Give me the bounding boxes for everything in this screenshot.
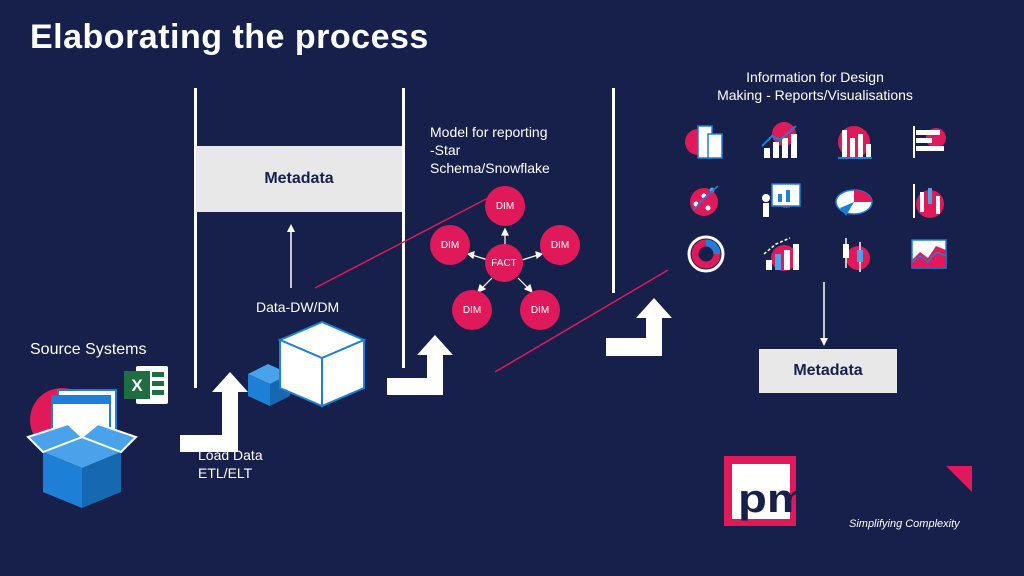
pie-3d-icon: [835, 189, 873, 216]
logo-tagline: Simplifying Complexity: [849, 518, 961, 530]
open-box-icon: [26, 388, 138, 508]
pmsquare-logo: pmsquare Simplifying Complexity: [724, 456, 972, 530]
growth-bar-icon: [761, 122, 797, 158]
info-label-1: Information for Design: [746, 69, 884, 85]
step-arrow-3: [606, 298, 672, 356]
divider-line-3: [612, 88, 615, 293]
area-chart-icon: [911, 239, 947, 269]
horizontal-bar-icon: [913, 126, 946, 158]
metadata-box-bottom: Metadata: [759, 349, 897, 393]
star-schema-arrows: [466, 227, 544, 294]
scatter-icon: [690, 185, 719, 216]
model-label-1: Model for reporting: [430, 124, 548, 140]
dim-node-right: DIM: [540, 225, 580, 265]
metadata-box-top: Metadata: [196, 146, 402, 212]
excel-icon: X: [124, 366, 168, 404]
dim-node-top: DIM: [485, 186, 525, 226]
logo-brand: pmsquare: [738, 477, 964, 521]
info-label-2: Making - Reports/Visualisations: [717, 87, 913, 103]
bar-chart-icon: [838, 126, 872, 159]
cube-icon: [248, 320, 367, 408]
page-title: Elaborating the process: [30, 18, 429, 56]
etl-label: ETL/ELT: [198, 465, 253, 481]
dim-node-bottom-right: DIM: [520, 290, 560, 330]
divider-line-2: [402, 88, 405, 368]
model-label-2: -Star: [430, 142, 461, 158]
building-chart-icon: [685, 125, 723, 159]
bar-growth-icon: [763, 237, 799, 271]
dim-node-bottom-left: DIM: [452, 290, 492, 330]
step-arrow-2: [387, 335, 453, 395]
data-dw-label: Data-DW/DM: [256, 299, 340, 315]
box-plot-icon: [843, 238, 870, 272]
source-systems-label: Source Systems: [30, 341, 147, 358]
step-arrow-1: [180, 372, 248, 452]
candlestick-icon: [913, 184, 944, 218]
model-label-3: Schema/Snowflake: [430, 160, 550, 176]
fact-node: FACT: [485, 244, 523, 282]
dim-node-left: DIM: [430, 225, 470, 265]
metadata-label: Metadata: [793, 362, 863, 379]
metadata-label: Metadata: [264, 170, 334, 187]
divider-line-1: [194, 88, 197, 388]
donut-icon: [687, 235, 725, 273]
presentation-icon: [762, 183, 801, 217]
load-data-label: Load Data: [198, 447, 263, 463]
svg-text:X: X: [131, 376, 143, 395]
